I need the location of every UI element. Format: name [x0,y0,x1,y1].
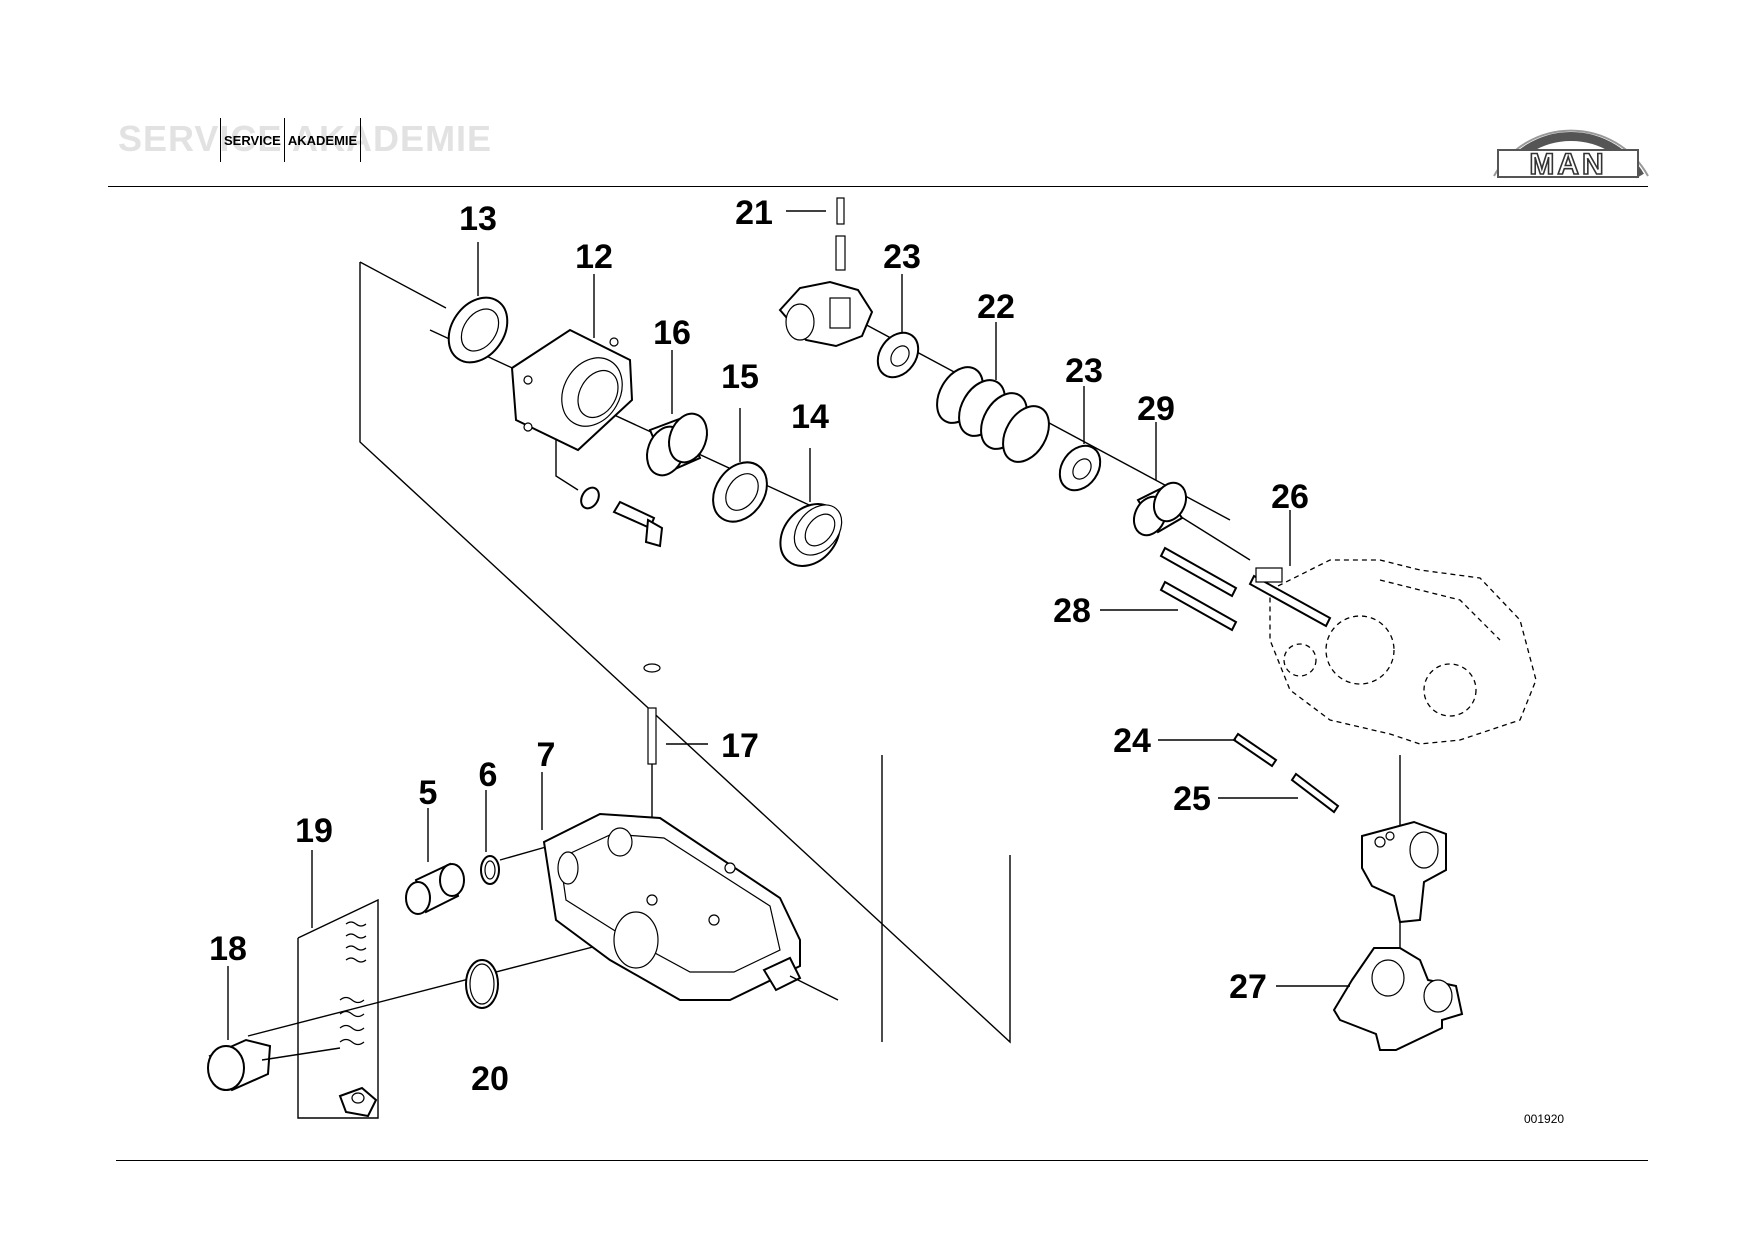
part-20-ring [465,959,499,1009]
callout-6: 6 [479,756,498,794]
part-5-piston [405,862,465,915]
part-23a-washer [876,331,920,379]
part-26-housing [1248,559,1537,745]
callout-5: 5 [419,774,438,812]
footer-rule [116,1160,1648,1161]
callout-15: 15 [721,358,759,396]
callout-12: 12 [575,238,613,276]
callout-29: 29 [1137,390,1175,428]
header-word-akademie: AKADEMIE [283,118,362,162]
callout-21: 21 [735,194,773,232]
callout-22: 22 [977,288,1015,326]
selector-block [1361,820,1447,924]
callout-18: 18 [209,930,247,968]
part-15-ring [712,461,768,523]
callout-28: 28 [1053,592,1091,630]
callout-13: 13 [459,200,497,238]
callout-14: 14 [791,398,829,436]
header-rule [108,186,1648,187]
part-18-cap [207,1038,341,1092]
callout-23: 23 [1065,352,1103,390]
callout-24: 24 [1113,722,1151,760]
man-logo: MAN [1493,129,1649,182]
callout-16: 16 [653,314,691,352]
part-7-shift-housing [542,812,839,1001]
part-22-springs [936,366,1050,463]
callout-labels: 13 12 16 15 14 21 23 22 23 29 26 28 17 7… [209,194,1309,1098]
part-23b-washer [1058,444,1102,492]
header-word-service: SERVICE [220,118,284,162]
part-12-flange-housing [510,328,634,491]
parts-24-25-pins [1232,732,1340,814]
leader-lines [227,210,1350,1040]
man-logo-text: MAN [1529,148,1606,181]
callout-27: 27 [1229,968,1267,1006]
selector-gear [778,280,874,348]
callout-23: 23 [883,238,921,276]
part-16-bearing-bush [646,412,708,477]
callout-19: 19 [295,812,333,850]
callout-7: 7 [537,736,556,774]
part-6-oring [480,855,500,885]
exploded-group-frame [359,261,1011,1044]
part-28-rods [1159,546,1238,632]
part-14-seal [779,503,843,567]
callout-25: 25 [1173,780,1211,818]
callout-26: 26 [1271,478,1309,516]
part-21-pin [835,197,846,271]
part-19-spring-group [297,898,379,1119]
callout-20: 20 [471,1060,509,1098]
part-13-seal [447,296,509,364]
drawing-number: 001920 [1524,1112,1565,1126]
header-label-box: SERVICE AKADEMIE [220,118,362,162]
part-12-bolt-and-washer [580,486,664,548]
part-29-gear-sleeve [1132,481,1188,537]
callout-17: 17 [721,727,759,765]
header-ghost-text: SERVICE AKADEMIE [118,118,493,159]
part-27-bracket [1332,947,1464,1051]
